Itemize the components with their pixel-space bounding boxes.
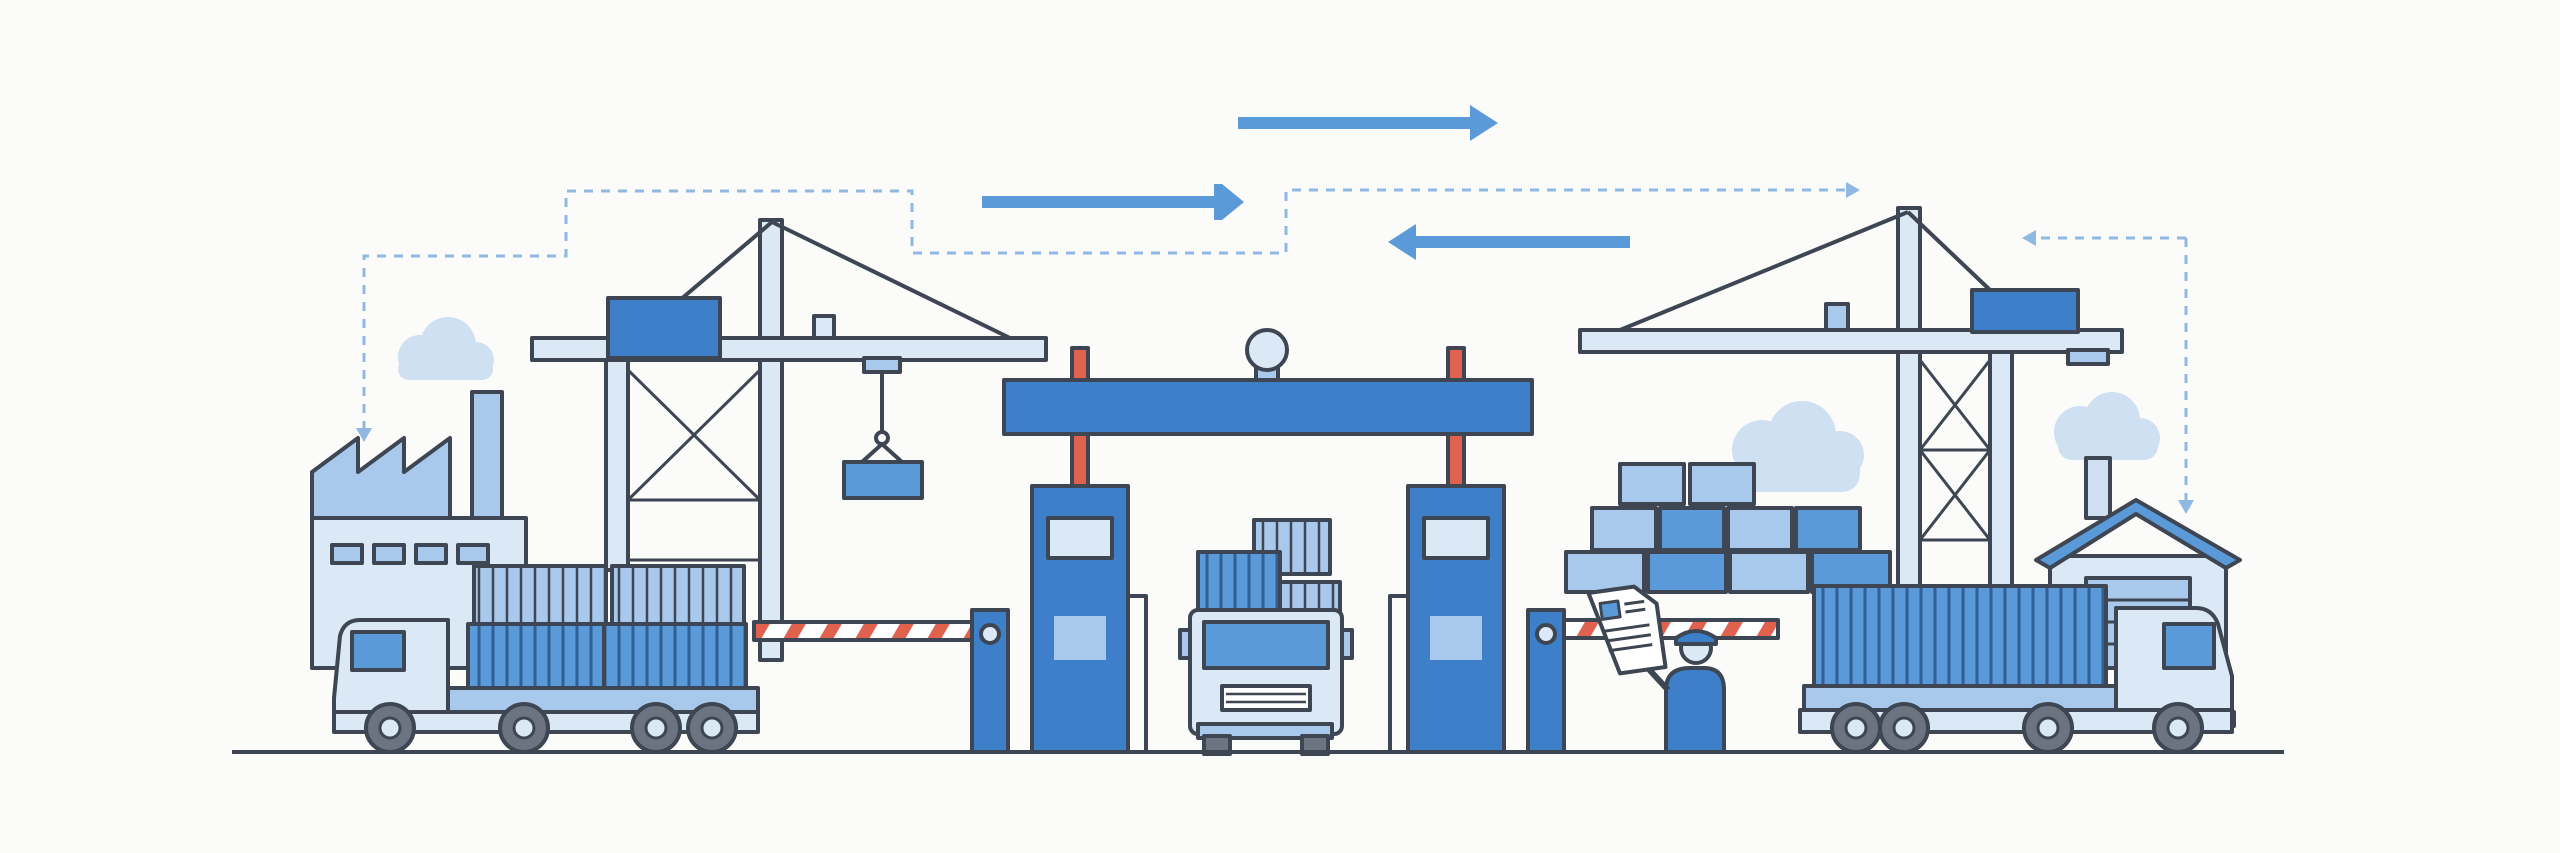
left-container-truck-icon xyxy=(332,564,760,754)
flow-arrows xyxy=(982,105,1630,260)
cloud-icon xyxy=(1732,401,1864,492)
dashed-route-heads xyxy=(356,182,2194,514)
right-gantry-crane-icon xyxy=(1578,206,2124,620)
flow-arrow-icon xyxy=(982,184,1244,220)
center-container-truck-icon xyxy=(1178,518,1354,756)
container-stack xyxy=(1564,462,1892,594)
left-boom-barrier xyxy=(752,608,1010,754)
dashed-routes xyxy=(362,188,2188,502)
document-icon xyxy=(1586,584,1668,676)
left-gantry-crane-icon xyxy=(530,218,1048,662)
clouds xyxy=(398,317,2160,492)
flow-arrow-icon xyxy=(1238,105,1498,141)
checkpoint-gate-icon xyxy=(1002,328,1534,754)
cloud-icon xyxy=(2054,392,2160,460)
cloud-icon xyxy=(398,317,494,380)
right-container-truck-icon xyxy=(1798,584,2236,754)
flow-arrow-icon xyxy=(1388,224,1630,260)
